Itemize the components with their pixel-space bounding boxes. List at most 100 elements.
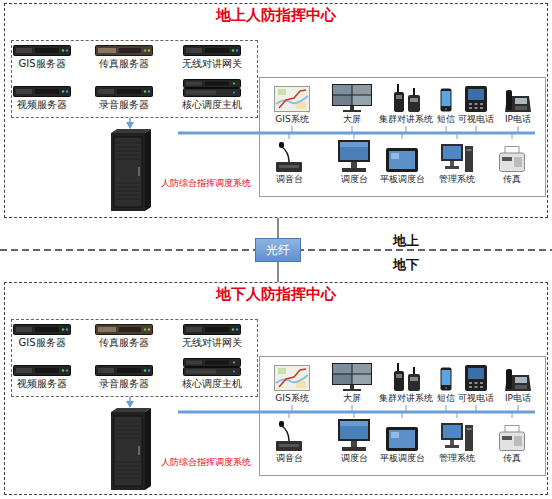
icon-shape <box>232 328 234 330</box>
terminal-device: 平板调度台 <box>379 419 426 464</box>
icon-shape <box>332 363 372 391</box>
server-label: 无线对讲网关 <box>181 58 243 70</box>
icon-shape <box>350 385 354 389</box>
icon-shape <box>333 96 352 106</box>
icon-shape <box>469 382 472 384</box>
icon-shape <box>276 421 302 451</box>
bus-drop-wire <box>352 405 353 412</box>
icon-shape <box>119 48 141 53</box>
icon-shape <box>397 84 399 93</box>
icon-shape <box>14 46 71 56</box>
device-icon <box>274 140 304 172</box>
icon-shape <box>391 153 399 159</box>
icon-shape <box>62 328 64 330</box>
icon-shape <box>475 103 478 105</box>
server-image <box>95 365 153 376</box>
icon-shape <box>276 375 308 383</box>
device-icon <box>440 363 452 391</box>
icon-shape <box>480 107 483 109</box>
icon-shape <box>465 146 473 172</box>
icon-shape <box>111 133 145 211</box>
icon-shape <box>14 87 71 97</box>
icon-shape <box>502 157 512 161</box>
icon-shape <box>506 369 512 389</box>
icon-shape <box>394 371 404 391</box>
connector <box>278 262 279 282</box>
connector <box>126 397 134 408</box>
server-image <box>95 324 153 335</box>
cabinet-rack: 人防综合指挥调度系统 <box>109 408 151 490</box>
device-icon <box>330 84 374 112</box>
device-label: 管理系统 <box>438 174 476 185</box>
icon-shape <box>62 49 64 51</box>
terminal-device: 调度台 <box>335 419 373 464</box>
icon-shape <box>35 48 59 53</box>
icon-shape <box>342 168 366 172</box>
server-group-box: GIS服务器传真服务器无线对讲网关视频服务器录音服务器核心调度主机 <box>11 319 258 397</box>
icon-shape <box>394 84 420 112</box>
cabinet-image <box>109 129 151 211</box>
device-icon <box>386 140 418 172</box>
icon-shape <box>148 49 150 51</box>
server-label: GIS服务器 <box>12 58 72 70</box>
icon-shape <box>396 95 402 99</box>
connector <box>278 218 279 238</box>
icon-shape <box>184 325 241 335</box>
cabinet-rack: 人防综合指挥调度系统 <box>109 129 151 211</box>
icon-shape <box>450 161 454 166</box>
terminal-device: IP电话 <box>504 84 533 125</box>
icon-shape <box>505 369 531 391</box>
terminal-device: 调音台 <box>273 419 305 464</box>
device-label: 集群对讲系统 <box>378 114 434 125</box>
icon-shape <box>144 328 146 330</box>
icon-shape <box>441 423 473 451</box>
icon-shape <box>450 440 454 445</box>
icon-shape <box>351 441 357 447</box>
icon-shape <box>386 148 418 172</box>
device-label: 可视电话 <box>457 114 495 125</box>
icon-shape <box>340 421 368 426</box>
server-label: 核心调度主机 <box>181 378 243 390</box>
icon-shape <box>475 386 478 388</box>
icon-shape <box>386 427 418 451</box>
icon-shape <box>96 366 153 376</box>
icon-shape <box>353 85 372 95</box>
device-label: 管理系统 <box>438 453 476 464</box>
icon-shape <box>145 129 151 211</box>
icon-shape <box>413 367 415 375</box>
icon-shape <box>441 368 452 391</box>
bus-drop-wire <box>476 405 477 412</box>
server-unit: 传真服务器 <box>94 45 154 70</box>
icon-shape <box>338 140 370 162</box>
terminal-device: 可视电话 <box>457 84 495 125</box>
device-label: 调音台 <box>273 174 305 185</box>
system-label: 人防综合指挥调度系统 <box>161 178 251 189</box>
icon-shape <box>408 95 420 112</box>
server-image <box>183 324 241 335</box>
zone-label: 地下 <box>393 257 419 272</box>
device-icon <box>465 363 487 391</box>
icon-shape <box>445 166 459 169</box>
bus-drop-wire <box>289 412 290 418</box>
device-icon <box>391 84 421 112</box>
icon-shape <box>98 368 114 373</box>
icon-shape <box>233 370 235 372</box>
server-unit: 无线对讲网关 <box>181 324 243 349</box>
device-icon <box>441 419 473 451</box>
icon-shape <box>66 328 68 330</box>
server-image <box>183 79 241 97</box>
icon-shape <box>98 327 116 332</box>
server-unit: 录音服务器 <box>94 86 154 111</box>
icon-shape <box>184 89 241 97</box>
icon-shape <box>332 84 372 112</box>
icon-shape <box>117 89 141 94</box>
icon-shape <box>276 142 302 172</box>
terminal-device: 平板调度台 <box>379 140 426 185</box>
terminal-device: 集群对讲系统 <box>378 84 434 125</box>
device-label: 集群对讲系统 <box>378 393 434 404</box>
icon-shape <box>276 96 308 104</box>
icon-shape <box>138 167 140 176</box>
icon-shape <box>515 377 527 383</box>
device-label: 大屏 <box>329 114 375 125</box>
icon-shape <box>184 368 241 376</box>
